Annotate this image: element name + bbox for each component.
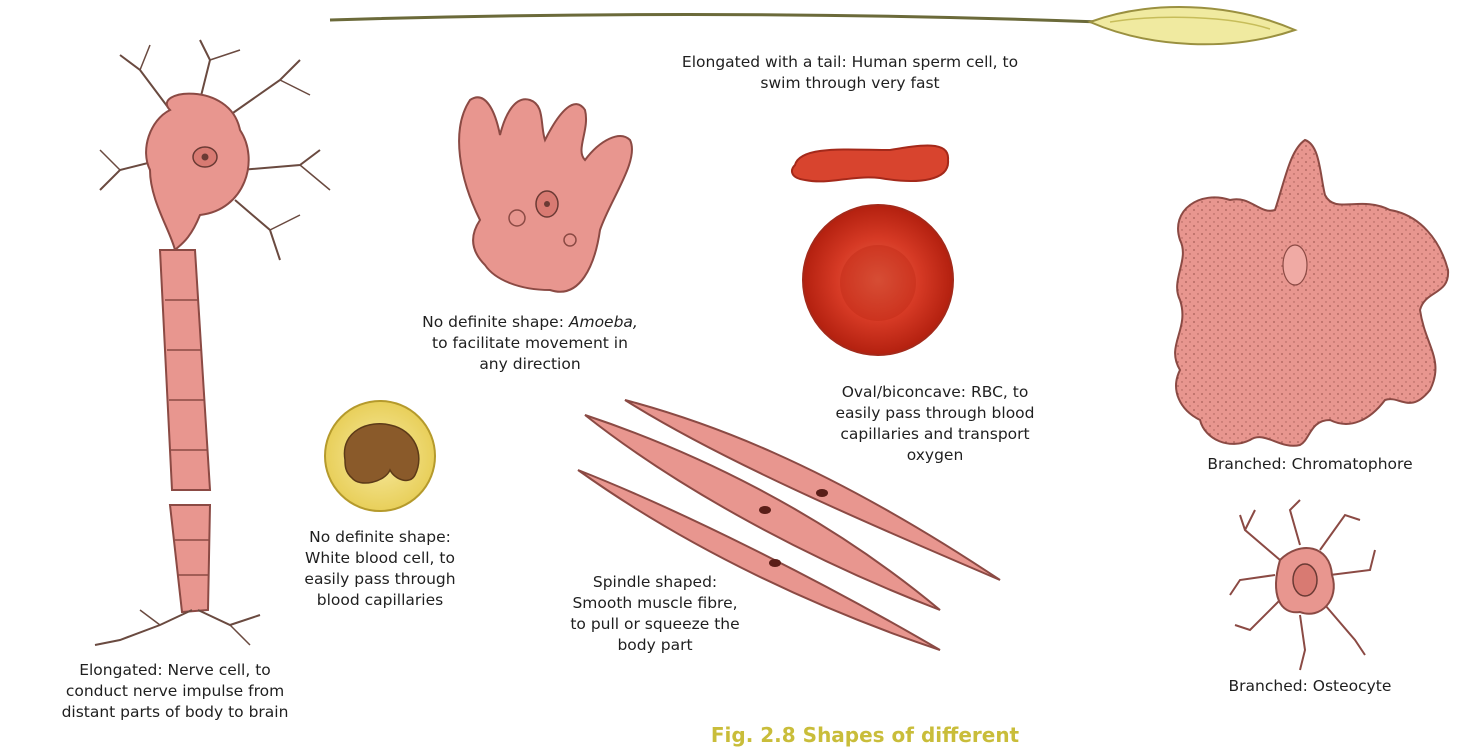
wbc-caption-line-1: No definite shape: xyxy=(265,527,495,548)
nerve-caption-line-3: distant parts of body to brain xyxy=(20,702,330,723)
muscle-caption-line-3: to pull or squeeze the xyxy=(530,614,780,635)
rbc-caption: Oval/biconcave: RBC, to easily pass thro… xyxy=(800,382,1070,466)
muscle-caption: Spindle shaped: Smooth muscle fibre, to … xyxy=(530,572,780,656)
rbc-caption-line-3: capillaries and transport xyxy=(800,424,1070,445)
amoeba-caption-line-3: any direction xyxy=(395,354,665,375)
muscle-caption-line-2: Smooth muscle fibre, xyxy=(530,593,780,614)
amoeba-caption-prefix: No definite shape: xyxy=(422,313,569,331)
chromatophore-caption-text: Branched: Chromatophore xyxy=(1175,454,1445,475)
chromatophore-caption: Branched: Chromatophore xyxy=(1175,454,1445,475)
sperm-caption-line-1: Elongated with a tail: Human sperm cell,… xyxy=(620,52,1080,73)
rbc-illustration xyxy=(803,205,953,355)
wbc-illustration xyxy=(325,401,435,511)
amoeba-caption: No definite shape: Amoeba, to facilitate… xyxy=(395,312,665,375)
muscle-caption-line-4: body part xyxy=(530,635,780,656)
amoeba-caption-line-2: to facilitate movement in xyxy=(395,333,665,354)
chromatophore-illustration xyxy=(1175,140,1448,446)
rbc-caption-line-2: easily pass through blood xyxy=(800,403,1070,424)
nerve-caption-line-2: conduct nerve impulse from xyxy=(20,681,330,702)
osteocyte-caption-text: Branched: Osteocyte xyxy=(1195,676,1425,697)
muscle-caption-line-1: Spindle shaped: xyxy=(530,572,780,593)
rbc-caption-line-1: Oval/biconcave: RBC, to xyxy=(800,382,1070,403)
nerve-caption: Elongated: Nerve cell, to conduct nerve … xyxy=(20,660,330,723)
amoeba-caption-italic: Amoeba, xyxy=(569,313,638,331)
osteocyte-caption: Branched: Osteocyte xyxy=(1195,676,1425,697)
rbc-side-illustration xyxy=(792,146,948,182)
sperm-caption: Elongated with a tail: Human sperm cell,… xyxy=(620,52,1080,94)
nerve-caption-line-1: Elongated: Nerve cell, to xyxy=(20,660,330,681)
wbc-caption-line-4: blood capillaries xyxy=(265,590,495,611)
sperm-caption-line-2: swim through very fast xyxy=(620,73,1080,94)
sperm-cell-illustration xyxy=(330,7,1295,44)
rbc-caption-line-4: oxygen xyxy=(800,445,1070,466)
amoeba-caption-line-1: No definite shape: Amoeba, xyxy=(395,312,665,333)
wbc-caption: No definite shape: White blood cell, to … xyxy=(265,527,495,611)
wbc-caption-line-3: easily pass through xyxy=(265,569,495,590)
figure-caption: Fig. 2.8 Shapes of different types of ce… xyxy=(700,722,1030,748)
osteocyte-illustration xyxy=(1230,500,1375,670)
amoeba-illustration xyxy=(459,97,632,291)
wbc-caption-line-2: White blood cell, to xyxy=(265,548,495,569)
